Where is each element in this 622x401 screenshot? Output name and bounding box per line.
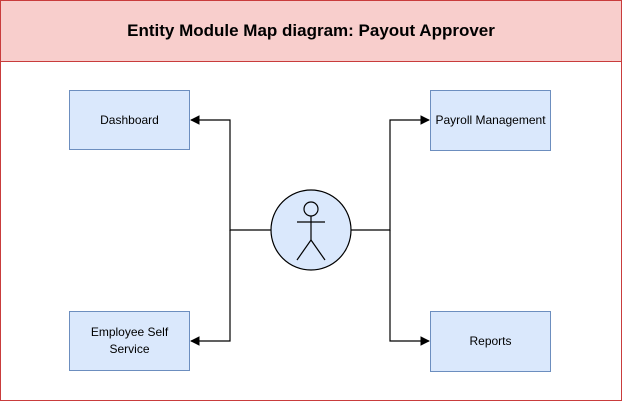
- node-employee-self-service: Employee Self Service: [69, 311, 190, 371]
- person-icon: [296, 201, 326, 261]
- edge-actor-to-employee-self-service: [190, 230, 231, 346]
- edge-actor-to-reports: [389, 230, 430, 346]
- node-employee-self-service-label: Employee Self Service: [90, 325, 169, 356]
- node-dashboard: Dashboard: [69, 90, 190, 150]
- node-payroll-management: Payroll Management: [430, 90, 551, 151]
- title-bar: Entity Module Map diagram: Payout Approv…: [1, 1, 621, 62]
- node-payroll-management-label: Payroll Management: [435, 113, 546, 128]
- actor-node: [270, 189, 352, 271]
- edge-actor-to-dashboard: [190, 115, 271, 231]
- node-dashboard-label: Dashboard: [100, 112, 159, 127]
- node-reports: Reports: [430, 311, 551, 372]
- node-reports-label: Reports: [469, 334, 512, 349]
- edge-actor-to-payroll-management: [350, 115, 430, 231]
- diagram-title: Entity Module Map diagram: Payout Approv…: [127, 21, 495, 40]
